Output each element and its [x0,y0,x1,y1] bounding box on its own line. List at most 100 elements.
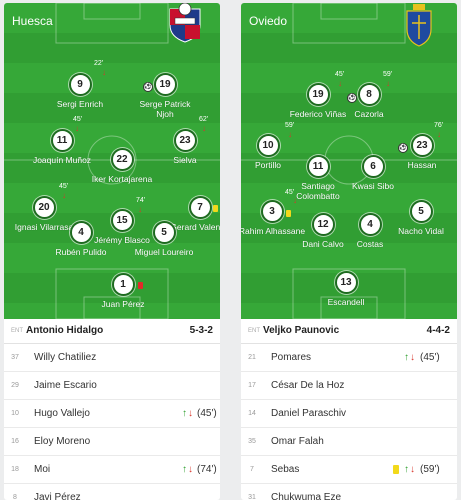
bench-number: 16 [11,438,19,445]
player-name: Hassan [407,160,437,170]
player-marker[interactable]: 3 Rahim Alhassane [241,200,307,236]
bench-row[interactable]: 14 Daniel Paraschiv [241,400,457,428]
sub-out-icon: ↓ [386,79,390,88]
sub-out-icon: ↓ [138,205,142,214]
bench-row[interactable]: 7 Sebas ↑ ↓ (59') [241,456,457,484]
bench-name: Javi Pérez [34,492,81,500]
coach-name: Antonio Hidalgo [26,325,104,336]
yellow-card-icon [213,205,218,212]
player-marker[interactable]: 6 Kwasi Sibo [338,155,408,191]
sub-minute: (59') [420,464,440,475]
yellow-card-icon [286,210,291,217]
player-number: 7 [188,196,212,219]
player-marker[interactable]: 20 Ignasi Vilarrasa [9,196,79,232]
player-name: Joaquín Muñoz [32,155,92,165]
away-pitch: Oviedo 19 Federico Viñas 45' ↓ ⚽ 8 Cazor… [241,3,457,319]
bench-row[interactable]: 18 Moi ↑ ↓ (74') [4,456,220,484]
sub-out-icon: ↓ [338,79,342,88]
coach-row: ENT Veljko Paunovic 4-4-2 [241,319,457,344]
player-marker[interactable]: 19 Federico Viñas [283,83,353,119]
player-marker[interactable]: 19 Serge Patrick Njoh [130,73,200,119]
player-marker[interactable]: 9 Sergi Enrich [45,73,115,109]
player-marker[interactable]: 1 Juan Pérez [88,273,158,309]
player-marker[interactable]: 8 Cazorla [334,83,404,119]
sub-out-icon: ↓ [437,130,441,139]
player-marker[interactable]: 23 Sielva [150,129,220,165]
bench-row[interactable]: 16 Eloy Moreno [4,428,220,456]
sub-minute: (45') [420,352,440,363]
bench-number: 7 [250,466,254,473]
player-number: 23 [173,129,197,152]
bench-name: Daniel Paraschiv [271,408,347,419]
bench-name: Omar Falah [271,436,324,447]
player-marker[interactable]: 4 Costas [335,213,405,249]
bench-row[interactable]: 21 Pomares ↑ ↓ (45') [241,344,457,372]
player-marker[interactable]: 23 Hassan [387,134,457,170]
player-number: 3 [260,200,284,223]
bench-row[interactable]: 31 Chukwuma Eze [241,484,457,500]
player-marker[interactable]: 4 Rubén Pulido [46,221,116,257]
player-marker[interactable]: 5 Nacho Vidal [386,200,456,236]
player-name: Nacho Vidal [398,226,444,236]
player-number: 8 [357,83,381,106]
sub-out-icon: ↓ [293,196,297,205]
player-marker[interactable]: 11 Santiago Colombatto [283,155,353,201]
sub-minute: 45' [73,116,83,123]
player-marker[interactable]: 12 Dani Calvo [288,213,358,249]
bench-row[interactable]: 10 Hugo Vallejo ↑ ↓ (45') [4,400,220,428]
sub-out-icon: ↓ [102,68,106,77]
bench-name: Chukwuma Eze [271,492,342,500]
player-number: 22 [110,148,134,171]
player-name: Portillo [255,160,281,170]
player-number: 19 [306,83,330,106]
sub-minute: 74' [136,197,146,204]
player-name: Sielva [173,155,197,165]
player-number: 15 [110,209,134,232]
sub-minute: 45' [335,71,345,78]
sub-out-icon: ↓ [62,191,66,200]
oviedo-crest-icon [406,4,432,47]
goal-ball-icon: ⚽ [398,143,408,153]
coach-row: ENT Antonio Hidalgo 5-3-2 [4,319,220,344]
bench-name: Jaime Escario [34,380,97,391]
sub-out-icon: ↓ [410,464,415,475]
player-marker[interactable]: 13 Escandell [311,271,381,307]
player-name: Rahim Alhassane [241,226,306,236]
player-marker[interactable]: 10 Portillo [241,134,303,170]
bench-row[interactable]: 29 Jaime Escario [4,372,220,400]
bench-row[interactable]: 37 Willy Chatiliez [4,344,220,372]
sub-in-icon: ↑ [404,464,409,475]
bench-row[interactable]: 8 Javi Pérez [4,484,220,500]
player-marker[interactable]: 11 Joaquín Muñoz [27,129,97,165]
sub-minute: 45' [59,183,69,190]
player-number: 23 [410,134,434,157]
player-marker[interactable]: 7 Gerard Valentín [165,196,220,232]
bench-row[interactable]: 35 Omar Falah [241,428,457,456]
player-number: 11 [50,129,74,152]
bench-name: Moi [34,464,51,475]
player-number: 9 [68,73,92,96]
bench-number: 10 [11,410,19,417]
goal-ball-icon: ⚽ [143,82,153,92]
bench-name: Pomares [271,352,312,363]
player-number: 5 [152,221,176,244]
player-marker[interactable]: 15 Jérémy Blasco [87,209,157,245]
sub-out-icon: ↓ [202,124,206,133]
player-marker[interactable]: 22 Iker Kortajarena [87,148,157,184]
player-name: Santiago Colombatto [296,181,340,201]
bench-number: 37 [11,354,19,361]
bench-number: 21 [248,354,256,361]
player-number: 11 [306,155,330,178]
bench-row[interactable]: 17 César De la Hoz [241,372,457,400]
bench-name: Eloy Moreno [34,436,91,447]
bench-name: Willy Chatiliez [34,352,97,363]
bench-name: Sebas [271,464,300,475]
yellow-card-icon [393,465,399,474]
player-number: 12 [311,213,335,236]
bench-number: 35 [248,438,256,445]
player-marker[interactable]: 5 Miguel Loureiro [129,221,199,257]
sub-minute: 62' [199,116,209,123]
sub-out-icon: ↓ [410,352,415,363]
bench-name: César De la Hoz [271,380,345,391]
player-name: Costas [356,239,384,249]
